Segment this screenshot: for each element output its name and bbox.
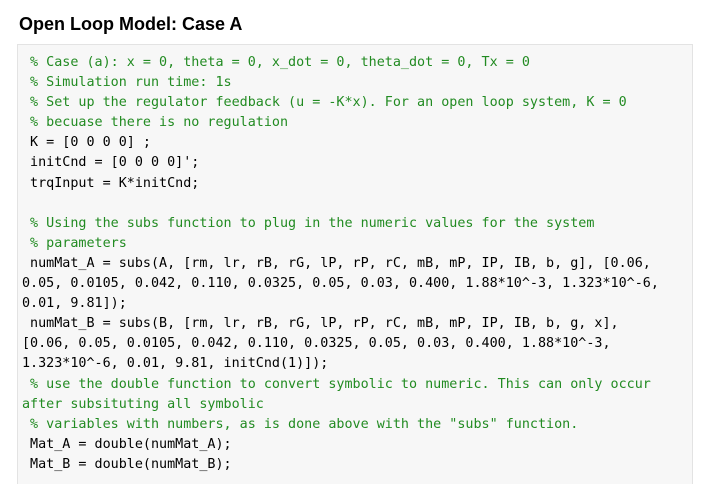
code-line: % Case (a): x = 0, theta = 0, x_dot = 0,… (22, 55, 530, 70)
code-block[interactable]: % Case (a): x = 0, theta = 0, x_dot = 0,… (17, 44, 693, 484)
code-line: % becuase there is no regulation (22, 115, 289, 131)
code-line: after subsituting all symbolic (22, 396, 264, 412)
code-line (22, 194, 692, 214)
code-line: % Using the subs function to plug in the… (22, 215, 595, 231)
code-line: initCnd = [0 0 0 0]'; (22, 155, 200, 171)
code-line: % Simulation run time: 1s (22, 75, 232, 91)
code-line: % variables with numbers, as is done abo… (22, 416, 579, 432)
code-line: [0.06, 0.05, 0.0105, 0.042, 0.110, 0.032… (22, 336, 611, 352)
code-line: trqInput = K*initCnd; (22, 175, 200, 191)
code-line: 0.01, 9.81]); (22, 296, 127, 312)
code-line: 0.05, 0.0105, 0.042, 0.110, 0.0325, 0.05… (22, 276, 659, 292)
code-line: % Set up the regulator feedback (u = -K*… (22, 95, 627, 111)
code-line: Mat_B = double(numMat_B); (22, 456, 232, 472)
page-title: Open Loop Model: Case A (19, 14, 243, 34)
code-line: K = [0 0 0 0] ; (22, 135, 151, 151)
code-line: numMat_B = subs(B, [rm, lr, rB, rG, lP, … (22, 316, 619, 332)
code-line: % use the double function to convert sym… (22, 376, 651, 392)
code-line: 1.323*10^-6, 0.01, 9.81, initCnd(1)]); (22, 356, 329, 372)
code-line: Mat_A = double(numMat_A); (22, 436, 232, 452)
code-line: numMat_A = subs(A, [rm, lr, rB, rG, lP, … (22, 255, 651, 271)
code-line: % parameters (22, 235, 127, 251)
